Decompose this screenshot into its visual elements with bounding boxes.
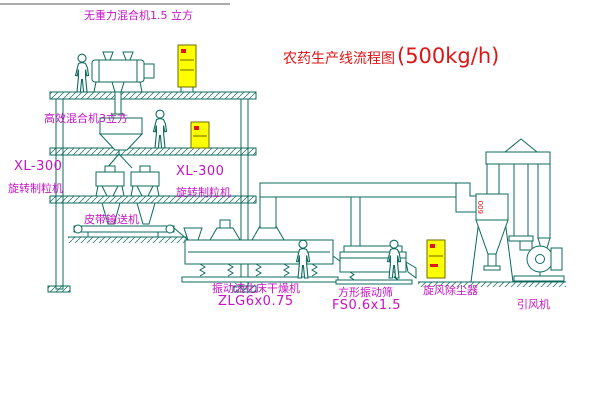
person-figure-2 xyxy=(152,109,168,149)
stack-and-top-duct xyxy=(485,138,551,242)
person-figure-1 xyxy=(74,53,90,93)
control-panel-mid xyxy=(190,121,210,149)
label-dryer-model: ZLG6x0.75 xyxy=(218,294,294,309)
fluid-bed-dryer-machine xyxy=(181,219,345,283)
granulator-right-machine xyxy=(130,165,160,197)
label-belt-conveyor: 皮带输送机 xyxy=(84,213,139,226)
vibrating-screen-machine xyxy=(335,245,417,285)
building-frame xyxy=(47,91,257,293)
label-cyclone: 旋风除尘器 xyxy=(423,284,478,297)
cyclone-separator: 600 xyxy=(470,163,514,283)
label-gravity-mixer: 无重力混合机1.5 立方 xyxy=(84,9,193,22)
label-xl300-right: XL-300 xyxy=(176,164,225,179)
belt-conveyor-machine xyxy=(73,202,189,241)
control-panel-top xyxy=(177,44,197,92)
title-capacity: (500kg/h) xyxy=(397,44,500,68)
gravity-mixer-machine xyxy=(91,51,155,119)
label-screen-model: FS0.6x1.5 xyxy=(332,298,402,313)
title-text: 农药生产线流程图 xyxy=(283,51,395,67)
control-panel-right xyxy=(426,239,446,279)
ground-line-right xyxy=(418,281,566,287)
induced-draft-fan-machine xyxy=(513,237,565,282)
drawing-title: 农药生产线流程图 (500kg/h) xyxy=(283,44,499,68)
label-dryer: 振动流化床干燥机 xyxy=(212,282,300,295)
label-xl300-left: XL-300 xyxy=(14,159,63,174)
label-granulator-right: 旋转制粒机 xyxy=(176,186,231,199)
label-fan: 引风机 xyxy=(517,298,550,311)
label-screen: 方形振动筛 xyxy=(338,286,393,299)
high-efficiency-mixer-machine xyxy=(98,113,144,169)
granulator-left-machine xyxy=(95,165,125,197)
label-granulator-left: 旋转制粒机 xyxy=(8,182,63,195)
duct-size-dimension: 600 xyxy=(477,201,485,214)
exhaust-duct xyxy=(259,182,477,247)
label-high-mixer: 高效混合机3立方 xyxy=(44,112,128,125)
